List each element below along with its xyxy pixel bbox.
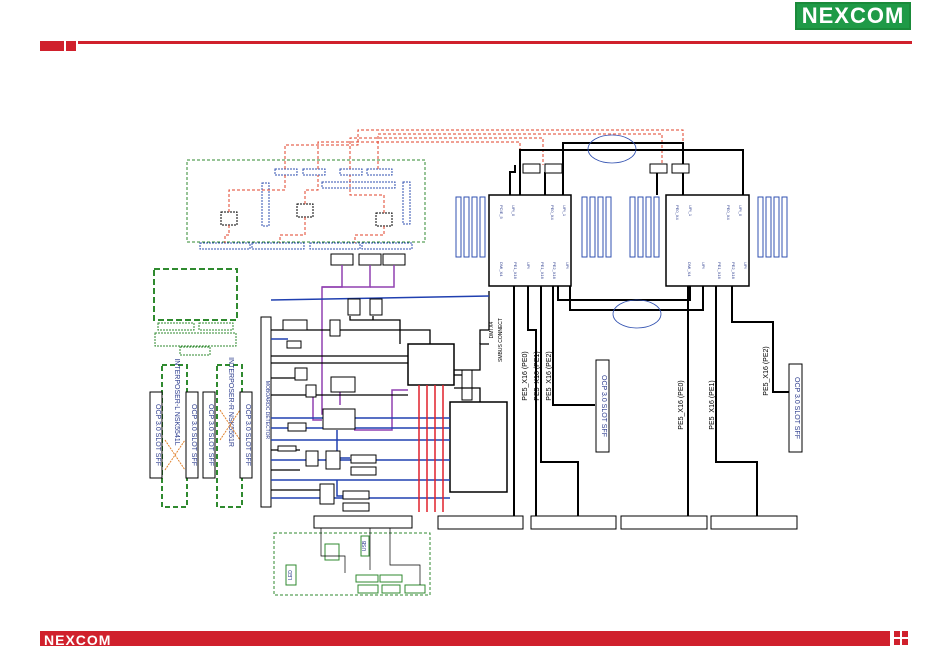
cpu-inner-labels: PCIE_5 UPI_0 PE0_X4 UPI_1 PE0_X4 UPI_1 PE0_… (499, 205, 748, 280)
pe0-label-b: PE5_X16 (PE0) (678, 380, 685, 429)
interposer-r-label: INTERPOSER-R NSK5551R (227, 357, 234, 447)
pe1-label: PE5_X16 (PE1) (534, 351, 541, 400)
pe0-label: PE5_X16 (PE0) (522, 351, 529, 400)
svg-text:PCIE_5: PCIE_5 (499, 205, 504, 220)
svg-text:PE1_X16: PE1_X16 (513, 262, 518, 280)
ocp-left-slots (149, 391, 253, 479)
left-board-parts (154, 322, 237, 356)
svg-text:UPI: UPI (743, 262, 748, 269)
bmc-board-outline (186, 159, 426, 243)
io-chip-block (449, 401, 508, 493)
footer-square-1 (894, 631, 900, 637)
header-red-square-1 (40, 41, 64, 51)
small-chips (277, 298, 413, 529)
left-board-outline (153, 268, 238, 321)
bottom-board-lines (320, 528, 421, 585)
ocp-sff-label-1: OCP 3.0 SLOT SFF (600, 375, 607, 437)
upi-ellipse-top (587, 134, 637, 164)
footer-bar (40, 631, 890, 646)
svg-text:UPI_0: UPI_0 (511, 205, 516, 217)
chipset-rail (260, 316, 272, 508)
bmc-red-links (224, 129, 684, 243)
ocp-sff-label-2: OCP 3.0 SLOT SFF (793, 377, 800, 439)
footer-logo-text: NEXCOM (44, 632, 112, 648)
pe1-label-b: PE5_X16 (PE1) (709, 380, 716, 429)
bmc-connectors (330, 253, 406, 266)
upi-ellipse-bottom (612, 299, 662, 329)
svg-text:UPI_1: UPI_1 (688, 205, 693, 217)
header-red-line (78, 41, 912, 44)
pcie-slots-bottom (437, 515, 798, 530)
svg-text:UPI_0: UPI_0 (738, 205, 743, 217)
dimm-slots (455, 196, 788, 258)
svg-text:PE0_X4: PE0_X4 (550, 205, 555, 220)
svg-text:DMI_X4: DMI_X4 (499, 262, 504, 277)
pe2-label-b: PE5_X16 (PE2) (763, 346, 770, 395)
ocp-slot-label-2: OCP 3.0 SLOT SFF (190, 404, 197, 466)
footer-square-3 (894, 639, 900, 645)
svg-text:PE0_X4: PE0_X4 (675, 205, 680, 220)
bottom-board-parts (285, 535, 426, 594)
bmc-inner-blocks (199, 168, 413, 250)
svg-text:UPI: UPI (701, 262, 706, 269)
bottom-board-outline (273, 532, 431, 596)
svg-text:PE2_X16: PE2_X16 (731, 262, 736, 280)
svg-text:PE0_X4: PE0_X4 (726, 205, 731, 220)
bmc-chips (220, 203, 393, 227)
pch-block (407, 343, 455, 386)
rail-label: MOBOARDC DETECTOR (264, 381, 270, 440)
svg-text:DMI_X4: DMI_X4 (687, 262, 692, 277)
ocp-slot-label-3: OCP 3.0 SLOT SFF (207, 404, 214, 466)
svg-text:UPI: UPI (526, 262, 531, 269)
svg-text:PE1_X16: PE1_X16 (540, 262, 545, 280)
upi-connectors (522, 163, 690, 174)
footer-square-4 (902, 639, 908, 645)
ocp-sff-slot-1 (595, 359, 610, 453)
purple-lines (312, 265, 408, 431)
footer-nexcom-logo: NEXCOM (44, 632, 111, 648)
interposer-l-label: INTERPOSER-L NSK5541L (173, 358, 180, 445)
svg-text:PE1_X16: PE1_X16 (717, 262, 722, 280)
dmi-label: DMI X4 (489, 321, 495, 338)
ocp-sff-slot-2 (788, 363, 803, 453)
red-lines (418, 385, 444, 512)
cpu-0-block (488, 194, 572, 287)
io-chip-label-box (461, 369, 473, 401)
header-red-square-2 (66, 41, 76, 51)
nexcom-logo: NEXCOM (795, 2, 911, 30)
ocp-slot-label-1: OCP 3.0 SLOT SFF (154, 404, 161, 466)
svg-text:UPI: UPI (565, 262, 570, 269)
led-label: LED (288, 570, 294, 580)
interposer-cross (164, 409, 241, 471)
cpu-1-block (665, 194, 750, 287)
smbus-label: SMBUS CONNECT (498, 318, 504, 362)
pcie-lines (513, 286, 790, 516)
usb-label: USB (362, 540, 368, 551)
svg-text:PE2_X16: PE2_X16 (552, 262, 557, 280)
footer-square-2 (902, 631, 908, 637)
ocp-slot-label-4: OCP 3.0 SLOT SFF (244, 404, 251, 466)
svg-text:UPI_1: UPI_1 (562, 205, 567, 217)
pe2-label: PE5_X16 (PE2) (546, 351, 553, 400)
black-lines (271, 291, 490, 491)
upi-links (509, 142, 744, 311)
nexcom-logo-text: NEXCOM (801, 3, 905, 28)
